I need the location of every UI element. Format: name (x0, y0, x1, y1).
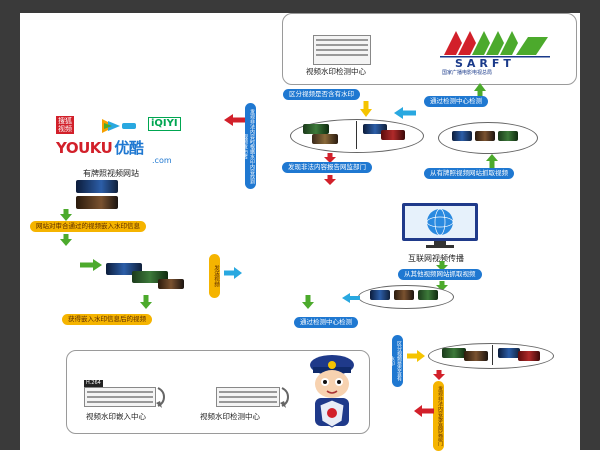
oval-divider (492, 345, 493, 365)
server-icon (84, 387, 156, 407)
top-detection-center-label: 视频水印检测中心 (306, 67, 366, 76)
sarft-org-name: 国家广播电影电视总局 (442, 70, 493, 76)
sarft-logo-icon (440, 31, 550, 58)
video-thumbnail (475, 131, 495, 141)
pill-report-illegal: 发现非法内容报告网监部门 (282, 162, 372, 173)
vertical-pill-report-illegal: 发现非法内容报告网监部门 (433, 381, 444, 451)
tencent-video-icon (102, 119, 136, 133)
iqiyi-logo: iQIYI (148, 117, 181, 131)
police-mascot-icon (310, 355, 354, 428)
video-thumbnail (442, 348, 466, 358)
cyan-left-arrow-icon (342, 293, 360, 303)
pill-distinguish-watermark: 区分视频是否含有水印 (283, 89, 360, 100)
sohu-logo-line1: 搜狐 (58, 117, 72, 125)
oval-divider (356, 121, 357, 149)
green-up-arrow-icon (486, 154, 498, 168)
video-thumbnail (518, 351, 540, 361)
sohu-logo-line2: 视频 (58, 125, 72, 133)
vertical-pill-send-video: 发送视频 (209, 254, 220, 298)
video-thumbnail (498, 131, 518, 141)
red-left-arrow-icon (414, 405, 434, 417)
pill-embed-watermark-info: 网站对审合通过的视频嵌入水印信息 (30, 221, 146, 232)
pill-fetch-licensed: 从有牌照视频网站抓取视频 (424, 168, 514, 179)
gray-right-arrow-icon (156, 387, 165, 408)
red-down-arrow-icon (324, 175, 336, 185)
server-icon (216, 387, 280, 407)
green-up-arrow-icon (474, 83, 486, 99)
video-thumbnail (452, 131, 472, 141)
green-down-arrow-icon (436, 261, 448, 271)
yellow-right-arrow-icon (407, 350, 425, 362)
yellow-down-arrow-icon (360, 101, 372, 117)
video-thumbnail (370, 290, 390, 300)
video-thumbnail (158, 279, 184, 289)
vertical-pill-trace-publisher: 发现非法内容时根据水印内容找到视频发布者 (242, 103, 256, 189)
green-right-arrow-icon (80, 259, 102, 271)
cyan-left-arrow-icon (394, 107, 416, 119)
video-thumbnail (394, 290, 414, 300)
diagram-panel: 视频水印检测中心 SARFT 国家广播电影电视总局 搜狐 视频 iQIYI YO… (20, 13, 580, 451)
pill-pass-check-mid: 通过检测中心检测 (294, 317, 358, 328)
gray-right-arrow-icon (280, 387, 289, 408)
green-down-arrow-icon (436, 281, 448, 291)
detect-center-label: 视频水印检测中心 (200, 412, 260, 421)
green-down-arrow-icon (140, 295, 152, 309)
cyan-right-arrow-icon (224, 267, 242, 279)
monitor-globe-icon (402, 203, 478, 248)
red-arrow-icon (224, 114, 246, 126)
youku-logo-text: YOUKU (56, 139, 113, 157)
licensed-site-label: 有牌照视频网站 (83, 169, 139, 178)
video-thumbnail (498, 348, 520, 358)
pill-obtain-watermarked-video: 获得嵌入水印信息后的视频 (62, 314, 152, 325)
youku-logo-domain: .com (152, 156, 172, 165)
sarft-logo-text: SARFT (455, 57, 515, 70)
internet-label: 互联网视频传播 (408, 254, 464, 263)
server-icon (313, 35, 371, 65)
pill-fetch-other-sites: 从其他视频网站抓取视频 (398, 269, 482, 280)
pill-pass-check-top: 通过检测中心检测 (424, 96, 488, 107)
youku-logo-cn: 优酷 (114, 139, 144, 157)
video-thumbnail (418, 290, 438, 300)
green-down-arrow-icon (60, 234, 72, 246)
vertical-pill-distinguish: 区分视频是否含有水印 (389, 335, 403, 387)
video-thumbnail (381, 130, 405, 140)
red-down-arrow-icon (433, 370, 445, 380)
sohu-logo: 搜狐 视频 (56, 116, 74, 134)
green-down-arrow-icon (60, 209, 72, 221)
h264-badge: H.264 (84, 380, 103, 387)
video-thumbnail (303, 124, 329, 134)
video-thumbnail (312, 134, 338, 144)
video-thumbnail (464, 351, 488, 361)
video-thumbnail (363, 124, 387, 134)
red-down-arrow-icon (324, 153, 336, 163)
video-thumbnail (76, 196, 118, 209)
video-thumbnail (76, 180, 118, 193)
green-down-arrow-icon (302, 295, 314, 309)
embed-center-label: 视频水印嵌入中心 (86, 412, 146, 421)
